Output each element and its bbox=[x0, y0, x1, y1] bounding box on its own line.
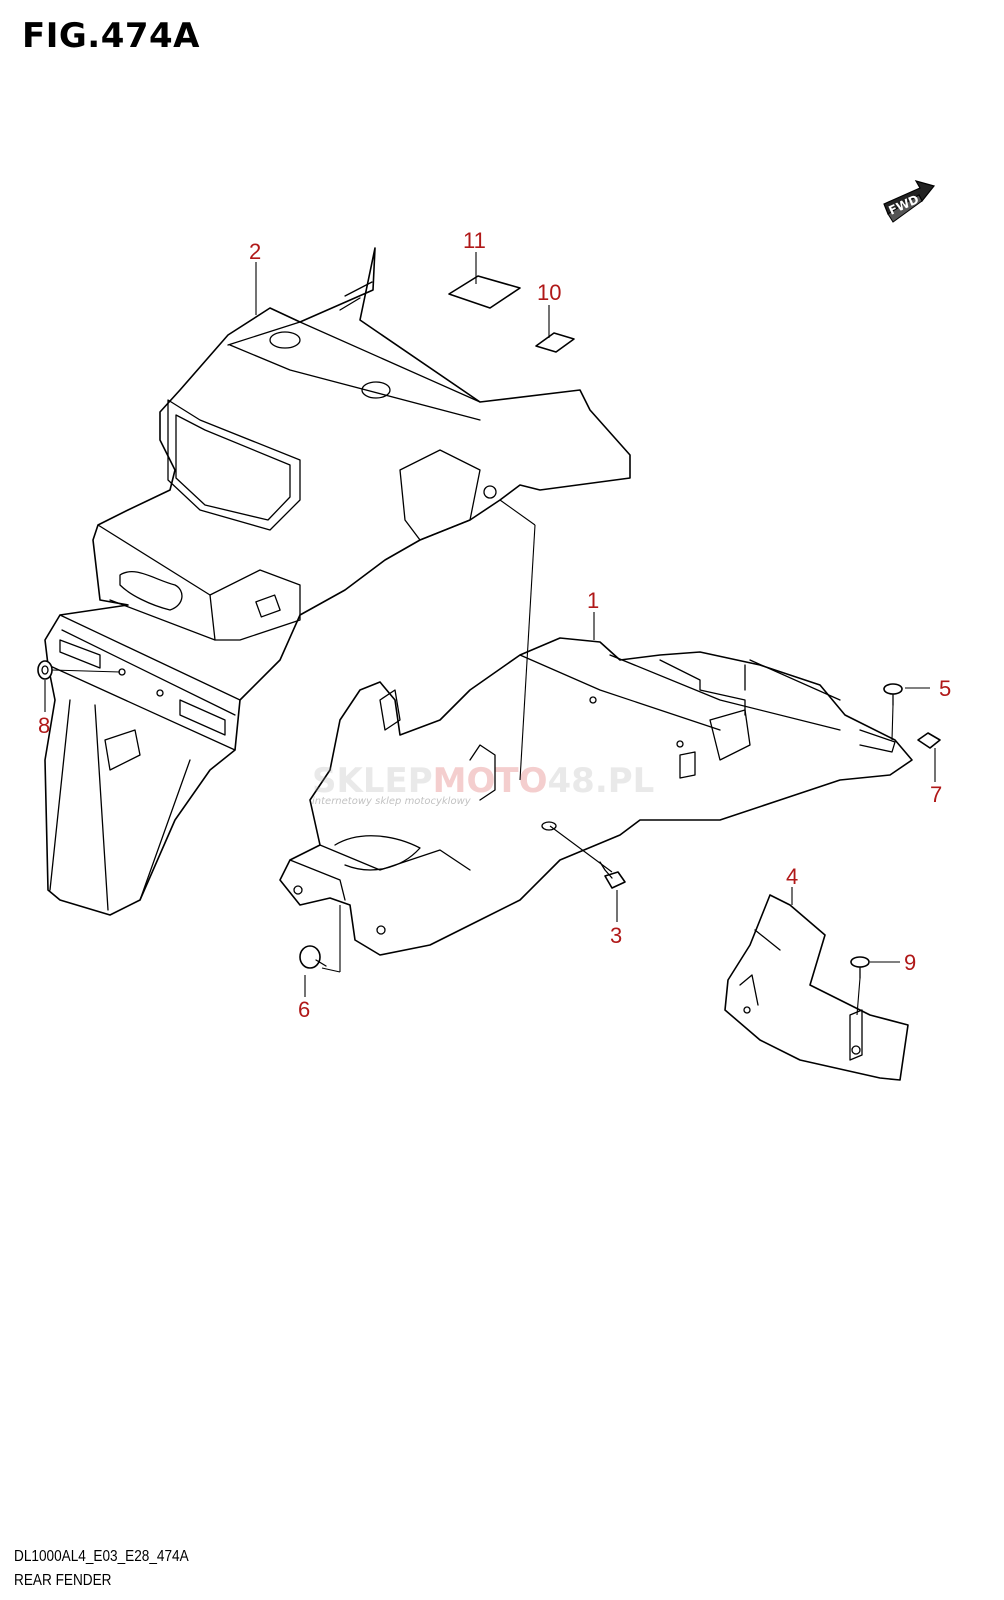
screw-9 bbox=[850, 956, 870, 979]
figure-title: FIG.474A bbox=[22, 16, 200, 56]
svg-text:SKLEPMOTO48.PL: SKLEPMOTO48.PL bbox=[312, 761, 654, 801]
callout-10: 10 bbox=[537, 280, 561, 305]
rear-fender-lower bbox=[279, 637, 913, 956]
grommet-8 bbox=[37, 660, 53, 680]
section-name: REAR FENDER bbox=[14, 1572, 112, 1589]
callout-7: 7 bbox=[930, 782, 942, 807]
callout-4: 4 bbox=[786, 864, 798, 889]
callout-1: 1 bbox=[587, 588, 599, 613]
rear-fender-upper bbox=[44, 247, 631, 916]
callout-2: 2 bbox=[249, 239, 261, 264]
bolt-6 bbox=[299, 945, 327, 969]
watermark-subtitle: internetowy sklep motocyklowy bbox=[312, 796, 472, 807]
callout-9: 9 bbox=[904, 950, 916, 975]
watermark-mid: MOTO bbox=[433, 761, 548, 801]
leader-lines bbox=[44, 252, 936, 1016]
callout-6: 6 bbox=[298, 997, 310, 1022]
fender-cover bbox=[724, 894, 909, 1081]
forward-arrow-icon: FWD bbox=[883, 180, 936, 223]
watermark-right: 48.PL bbox=[548, 761, 655, 801]
callout-5: 5 bbox=[939, 676, 951, 701]
callout-8: 8 bbox=[38, 713, 50, 738]
callout-11: 11 bbox=[463, 228, 486, 253]
screw-5 bbox=[883, 683, 903, 706]
callout-3: 3 bbox=[610, 923, 622, 948]
watermark-left: SKLEP bbox=[312, 761, 433, 801]
watermark: SKLEPMOTO48.PL internetowy sklep motocyk… bbox=[312, 761, 654, 807]
pad-small bbox=[535, 332, 575, 353]
pad-large bbox=[448, 275, 521, 309]
model-code: DL1000AL4_E03_E28_474A bbox=[14, 1548, 189, 1565]
callouts: 1 2 3 4 5 6 7 8 9 10 11 bbox=[38, 228, 951, 1022]
clip-nut-7 bbox=[917, 732, 941, 749]
